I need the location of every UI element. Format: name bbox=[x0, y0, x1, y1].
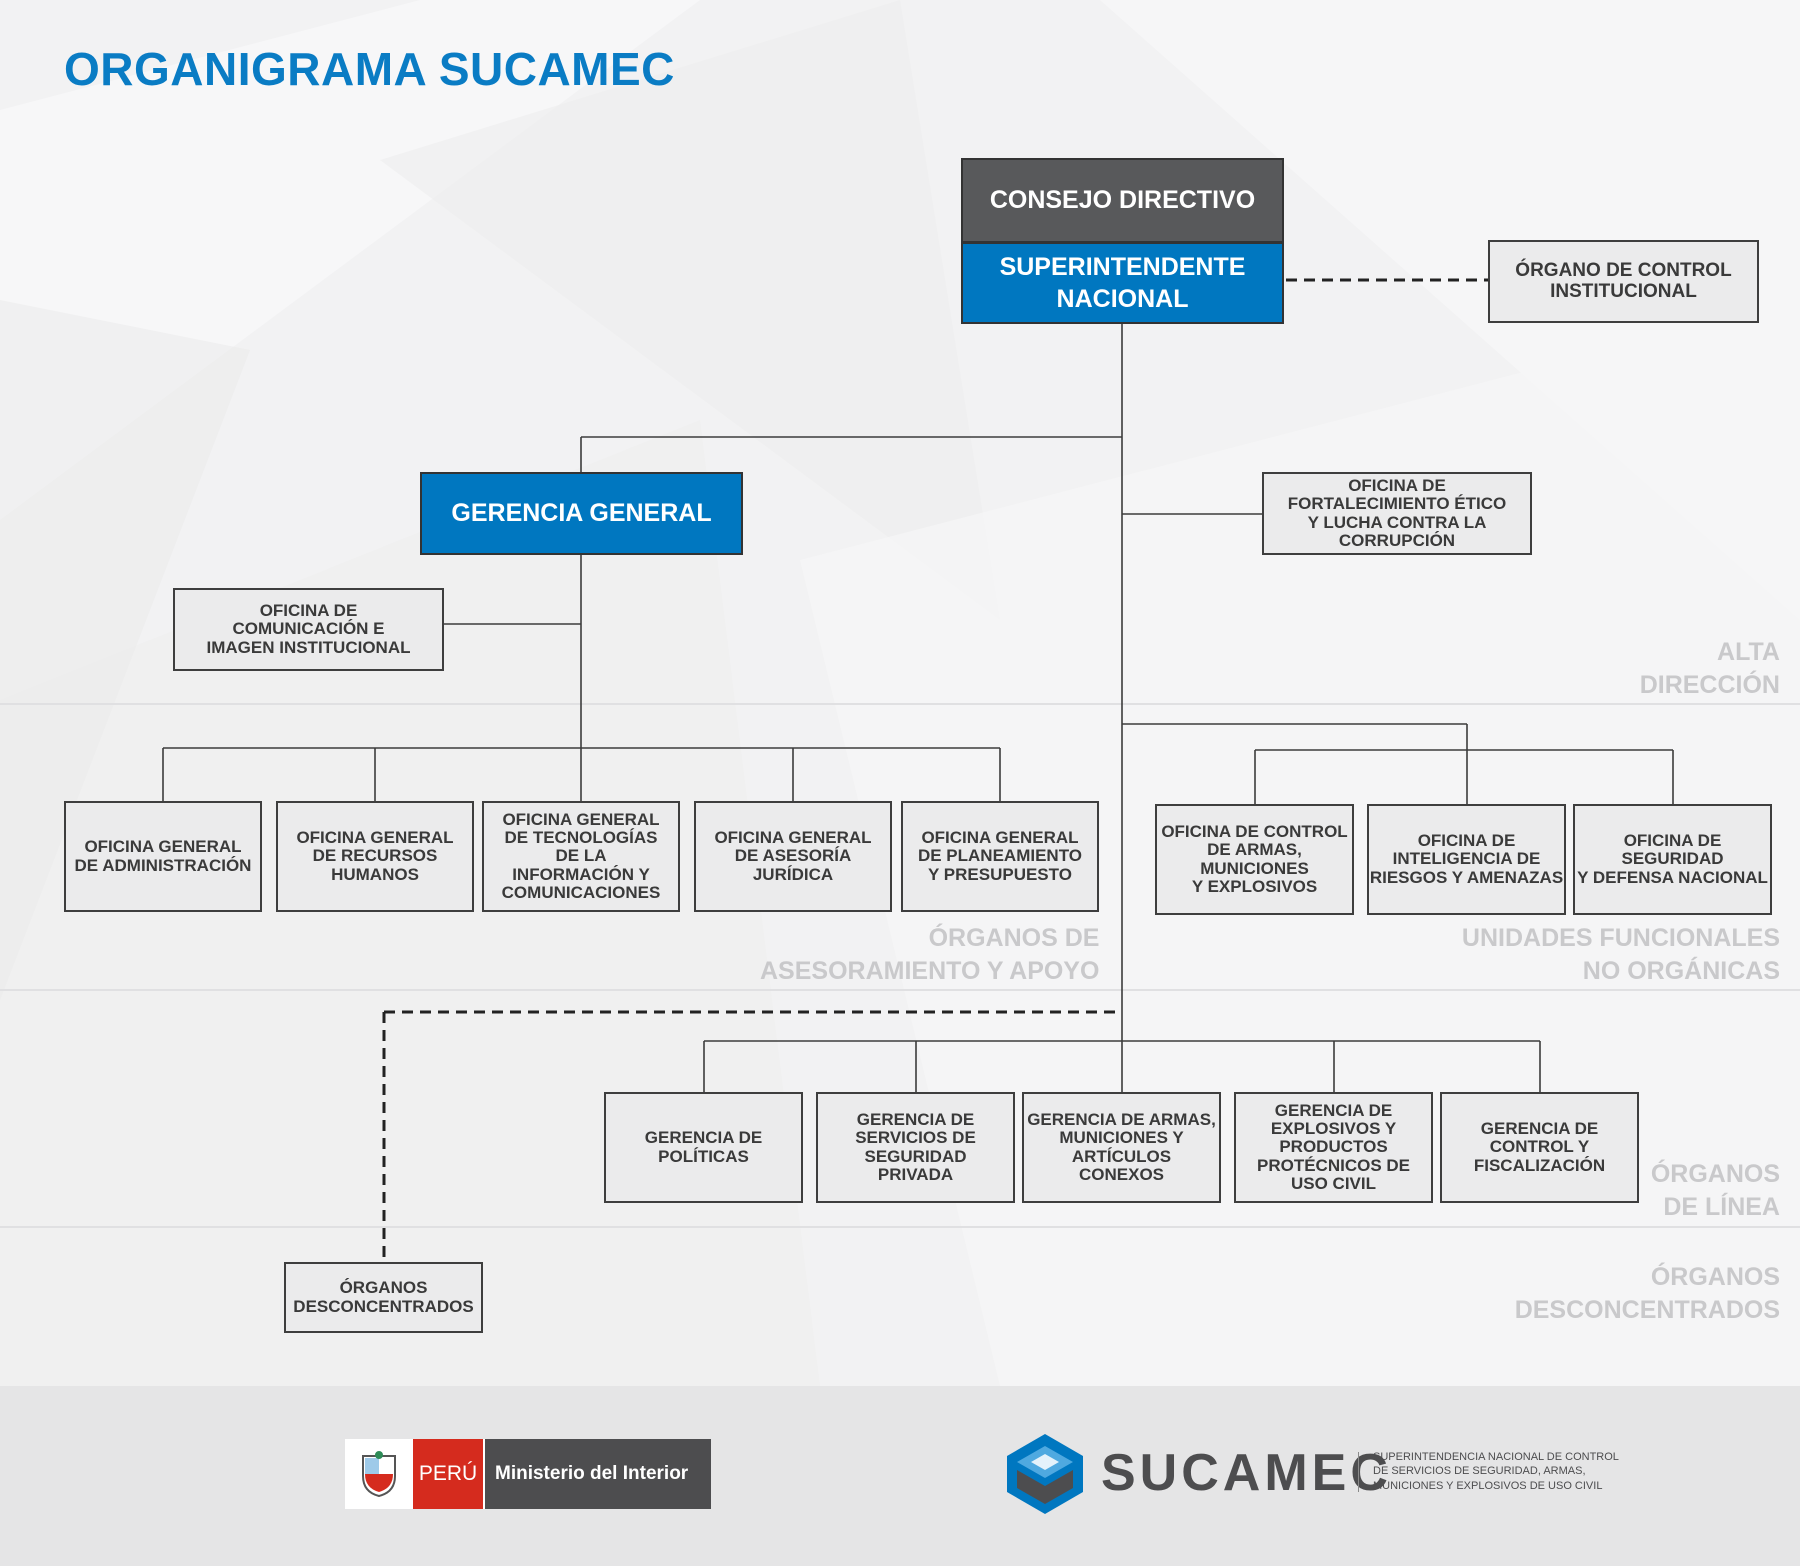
level-unidades-funcionales: UNIDADES FUNCIONALES NO ORGÁNICAS bbox=[1461, 924, 1780, 985]
fiscalizacion-box: GERENCIA DE CONTROL Y FISCALIZACIÓN bbox=[1440, 1092, 1639, 1203]
level-organos-linea: ÓRGANOS DE LÍNEA bbox=[1650, 1160, 1780, 1221]
rrhh-label: OFICINA GENERAL DE RECURSOS HUMANOS bbox=[296, 828, 454, 884]
inteligencia-label: OFICINA DE INTELIGENCIA DE RIESGOS Y AME… bbox=[1369, 831, 1564, 887]
ministerio-label: Ministerio del Interior bbox=[483, 1439, 711, 1509]
control-institucional-label: ÓRGANO DE CONTROL INSTITUCIONAL bbox=[1515, 260, 1732, 302]
footer bbox=[0, 1386, 1800, 1566]
connector-lines bbox=[162, 278, 1674, 1263]
control-armas-box: OFICINA DE CONTROL DE ARMAS, MUNICIONES … bbox=[1155, 804, 1354, 915]
band-divider bbox=[0, 1226, 1800, 1228]
seguridad-box: OFICINA DE SEGURIDAD Y DEFENSA NACIONAL bbox=[1573, 804, 1772, 915]
planeamiento-label: OFICINA GENERAL DE PLANEAMIENTO Y PRESUP… bbox=[917, 828, 1083, 884]
level-organos-desconcentrados: ÓRGANOS DESCONCENTRADOS bbox=[1514, 1263, 1780, 1324]
comunicacion-label: OFICINA DE COMUNICACIÓN E IMAGEN INSTITU… bbox=[206, 601, 411, 657]
tic-box: OFICINA GENERAL DE TECNOLOGÍAS DE LA INF… bbox=[482, 801, 680, 912]
asesoria-label: OFICINA GENERAL DE ASESORÍA JURÍDICA bbox=[714, 828, 872, 884]
armas-box: GERENCIA DE ARMAS, MUNICIONES Y ARTÍCULO… bbox=[1022, 1092, 1221, 1203]
footer-divider bbox=[1358, 1452, 1359, 1492]
control-institucional-box: ÓRGANO DE CONTROL INSTITUCIONAL bbox=[1488, 240, 1759, 323]
seguridad-label: OFICINA DE SEGURIDAD Y DEFENSA NACIONAL bbox=[1577, 831, 1768, 887]
rrhh-box: OFICINA GENERAL DE RECURSOS HUMANOS bbox=[276, 801, 474, 912]
page-title: ORGANIGRAMA SUCAMEC bbox=[64, 43, 675, 95]
administracion-label: OFICINA GENERAL DE ADMINISTRACIÓN bbox=[74, 837, 252, 875]
servicios-label: GERENCIA DE SERVICIOS DE SEGURIDAD PRIVA… bbox=[855, 1110, 976, 1184]
gerencia-general-label: GERENCIA GENERAL bbox=[451, 499, 712, 528]
sucamec-logo-icon bbox=[1007, 1434, 1083, 1514]
armas-label: GERENCIA DE ARMAS, MUNICIONES Y ARTÍCULO… bbox=[1027, 1110, 1216, 1184]
peru-label: PERÚ bbox=[413, 1439, 483, 1509]
inteligencia-box: OFICINA DE INTELIGENCIA DE RIESGOS Y AME… bbox=[1367, 804, 1566, 915]
level-asesoramiento: ÓRGANOS DE ASESORAMIENTO Y APOYO bbox=[760, 924, 1100, 985]
tic-label: OFICINA GENERAL DE TECNOLOGÍAS DE LA INF… bbox=[501, 810, 661, 902]
consejo-directivo-label: CONSEJO DIRECTIVO bbox=[989, 186, 1256, 214]
band-divider bbox=[0, 703, 1800, 705]
mininter-logo: PERÚ Ministerio del Interior bbox=[345, 1439, 711, 1509]
sucamec-name: SUCAMEC bbox=[1101, 1444, 1392, 1502]
sucamec-description: SUPERINTENDENCIA NACIONAL DE CONTROL DE … bbox=[1373, 1451, 1619, 1492]
politicas-label: GERENCIA DE POLÍTICAS bbox=[644, 1128, 763, 1166]
control-armas-label: OFICINA DE CONTROL DE ARMAS, MUNICIONES … bbox=[1161, 822, 1348, 896]
superintendente-label: SUPERINTENDENTE NACIONAL bbox=[999, 252, 1246, 314]
desconcentrados-box: ÓRGANOS DESCONCENTRADOS bbox=[284, 1262, 483, 1333]
fiscalizacion-label: GERENCIA DE CONTROL Y FISCALIZACIÓN bbox=[1473, 1119, 1606, 1175]
coat-of-arms-icon bbox=[345, 1439, 413, 1509]
level-alta-direccion: ALTA DIRECCIÓN bbox=[1639, 638, 1780, 699]
consejo-directivo-box: CONSEJO DIRECTIVO bbox=[961, 158, 1284, 243]
superintendente-box: SUPERINTENDENTE NACIONAL bbox=[961, 242, 1284, 324]
band-divider bbox=[0, 989, 1800, 991]
asesoria-box: OFICINA GENERAL DE ASESORÍA JURÍDICA bbox=[694, 801, 892, 912]
gerencia-general-box: GERENCIA GENERAL bbox=[420, 472, 743, 555]
politicas-box: GERENCIA DE POLÍTICAS bbox=[604, 1092, 803, 1203]
explosivos-label: GERENCIA DE EXPLOSIVOS Y PRODUCTOS PROTÉ… bbox=[1256, 1101, 1411, 1193]
etico-box: OFICINA DE FORTALECIMIENTO ÉTICO Y LUCHA… bbox=[1262, 472, 1532, 555]
desconcentrados-label: ÓRGANOS DESCONCENTRADOS bbox=[293, 1278, 474, 1316]
planeamiento-box: OFICINA GENERAL DE PLANEAMIENTO Y PRESUP… bbox=[901, 801, 1099, 912]
comunicacion-box: OFICINA DE COMUNICACIÓN E IMAGEN INSTITU… bbox=[173, 588, 444, 671]
servicios-box: GERENCIA DE SERVICIOS DE SEGURIDAD PRIVA… bbox=[816, 1092, 1015, 1203]
explosivos-box: GERENCIA DE EXPLOSIVOS Y PRODUCTOS PROTÉ… bbox=[1234, 1092, 1433, 1203]
etico-label: OFICINA DE FORTALECIMIENTO ÉTICO Y LUCHA… bbox=[1287, 476, 1507, 550]
administracion-box: OFICINA GENERAL DE ADMINISTRACIÓN bbox=[64, 801, 262, 912]
